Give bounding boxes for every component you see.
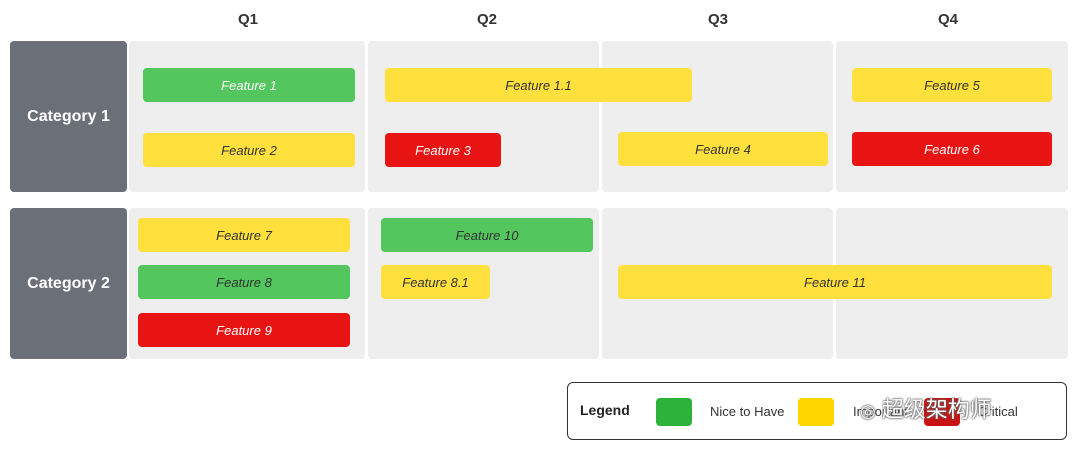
wechat-icon: ◎ — [860, 401, 876, 422]
feature-4-bar[interactable]: Feature 4 — [618, 132, 828, 166]
feature-1-bar[interactable]: Feature 1 — [143, 68, 355, 102]
quarter-header-q4: Q4 — [937, 11, 958, 28]
feature-6-bar[interactable]: Feature 6 — [852, 132, 1052, 166]
feature-8-bar[interactable]: Feature 8 — [138, 265, 350, 299]
feature-2-bar[interactable]: Feature 2 — [143, 133, 355, 167]
cell-c1-q2 — [368, 41, 599, 192]
legend-label-nice-to-have: Nice to Have — [710, 404, 785, 419]
legend-title: Legend — [580, 402, 630, 418]
quarter-header-q3: Q3 — [707, 11, 728, 28]
cell-c1-q3 — [602, 41, 833, 192]
legend-label-important: Important — [853, 404, 908, 419]
feature-8-1-bar[interactable]: Feature 8.1 — [381, 265, 490, 299]
quarter-header-q2: Q2 — [476, 11, 497, 28]
feature-1-1-bar[interactable]: Feature 1.1 — [385, 68, 692, 102]
feature-5-bar[interactable]: Feature 5 — [852, 68, 1052, 102]
quarter-header-q1: Q1 — [237, 11, 258, 28]
cell-c1-q1 — [129, 41, 365, 192]
legend-swatch-important — [798, 398, 834, 426]
watermark-text: ◎超级架构师 — [860, 392, 992, 424]
category-2-label: Category 2 — [10, 208, 127, 359]
category-1-label: Category 1 — [10, 41, 127, 192]
watermark-label: 超级架构师 — [881, 398, 992, 423]
feature-11-bar[interactable]: Feature 11 — [618, 265, 1052, 299]
feature-7-bar[interactable]: Feature 7 — [138, 218, 350, 252]
legend-label-critical: Critical — [978, 404, 1018, 419]
cell-c1-q4 — [836, 41, 1068, 192]
feature-10-bar[interactable]: Feature 10 — [381, 218, 593, 252]
legend-swatch-nice-to-have — [656, 398, 692, 426]
feature-9-bar[interactable]: Feature 9 — [138, 313, 350, 347]
feature-3-bar[interactable]: Feature 3 — [385, 133, 501, 167]
legend-box: Legend Nice to Have Important Critical — [567, 382, 1067, 440]
legend-swatch-critical — [924, 398, 960, 426]
